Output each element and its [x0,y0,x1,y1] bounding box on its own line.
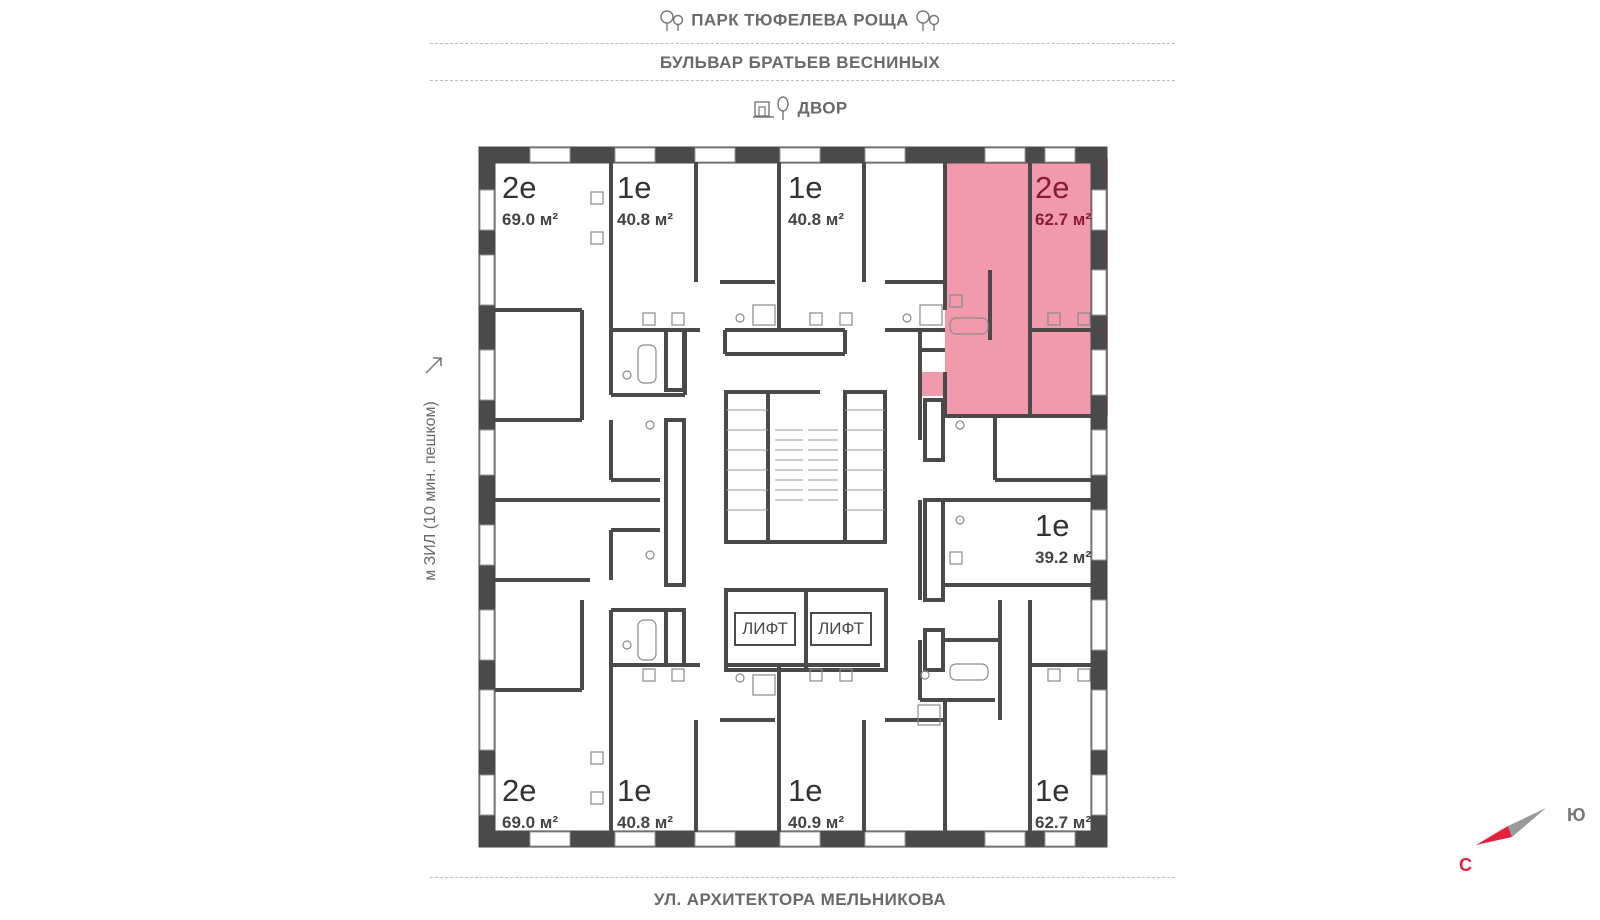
street-divider [430,80,1175,81]
apartment-area: 39.2 м² [1035,548,1092,567]
compass-north-label: С [1459,855,1472,875]
apartment-type: 1е [617,773,652,808]
apartment-type: 1е [1035,508,1070,543]
apartment-area: 40.8 м² [788,210,845,229]
boulevard-label: БУЛЬВАР БРАТЬЕВ ВЕСНИНЫХ [659,53,941,72]
apartment-type: 1е [1035,773,1070,808]
compass-icon [1476,808,1546,845]
lift-2: ЛИФТ [810,612,872,646]
apartment-type: 1е [617,170,652,205]
bathroom-fixtures [590,191,1091,805]
interior-walls [495,162,1092,832]
selected-apartment-area[interactable] [922,158,1108,416]
apartment-area: 62.7 м² [1035,210,1092,229]
park-label-row: ПАРК ТЮФЕЛЕВА РОЩА [0,9,1600,33]
playground-icon [753,96,790,120]
apartment-area: 40.9 м² [788,813,845,832]
apartment-area: 69.0 м² [502,813,559,832]
apartment-type: 2е [1035,170,1070,205]
apartment-area: 40.8 м² [617,813,674,832]
stair-steps [726,409,885,511]
street-divider [430,43,1175,44]
building-core [664,328,945,672]
apartment-type: 1е [788,773,823,808]
apartment-area: 69.0 м² [502,210,559,229]
windows [479,147,1107,847]
tree-icon [916,10,940,31]
apartment-type: 2е [502,773,537,808]
lift-1: ЛИФТ [734,612,796,646]
walk-arrow-icon [425,357,442,374]
street-divider [430,877,1175,878]
yard-label-row: ДВОР [0,96,1600,122]
park-label: ПАРК ТЮФЕЛЕВА РОЩА [691,10,909,30]
bottom-street-label: УЛ. АРХИТЕКТОРА МЕЛЬНИКОВА [653,890,947,909]
apartment-area: 40.8 м² [617,210,674,229]
apartment-type: 2е [502,170,537,205]
yard-label: ДВОР [797,98,848,118]
compass-south-label: Ю [1567,805,1586,825]
tree-icon [660,10,684,31]
apartment-area: 62.7 м² [1035,813,1092,832]
apartment-type: 1е [788,170,823,205]
